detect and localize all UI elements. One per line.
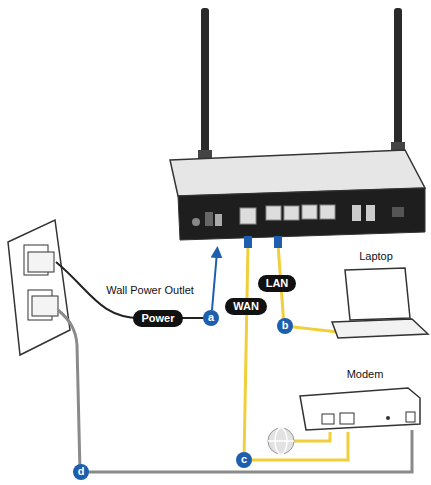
power-cord bbox=[56, 262, 211, 318]
wall-outlet bbox=[8, 220, 70, 355]
wan-label: WAN bbox=[225, 298, 267, 315]
cable-plug bbox=[274, 236, 282, 248]
power-label: Power bbox=[133, 310, 182, 327]
callout-letter: a bbox=[203, 310, 219, 326]
plug-arrow bbox=[212, 252, 217, 310]
outlet-label: Wall Power Outlet bbox=[106, 284, 194, 297]
modem bbox=[300, 388, 420, 430]
label-text: LAN bbox=[266, 277, 289, 290]
laptop-label: Laptop bbox=[359, 250, 393, 263]
label-text: WAN bbox=[233, 300, 259, 313]
label-text: Power bbox=[141, 312, 174, 325]
callout-letter: c bbox=[236, 452, 252, 468]
internet-globe bbox=[268, 428, 294, 454]
antenna bbox=[198, 8, 405, 162]
modem-label: Modem bbox=[347, 368, 384, 381]
cable-plug bbox=[244, 236, 252, 248]
callout-letter: b bbox=[277, 318, 293, 334]
lan-label: LAN bbox=[258, 275, 297, 292]
callout-letter: d bbox=[73, 464, 89, 480]
laptop bbox=[332, 268, 428, 338]
router-body bbox=[170, 150, 425, 240]
